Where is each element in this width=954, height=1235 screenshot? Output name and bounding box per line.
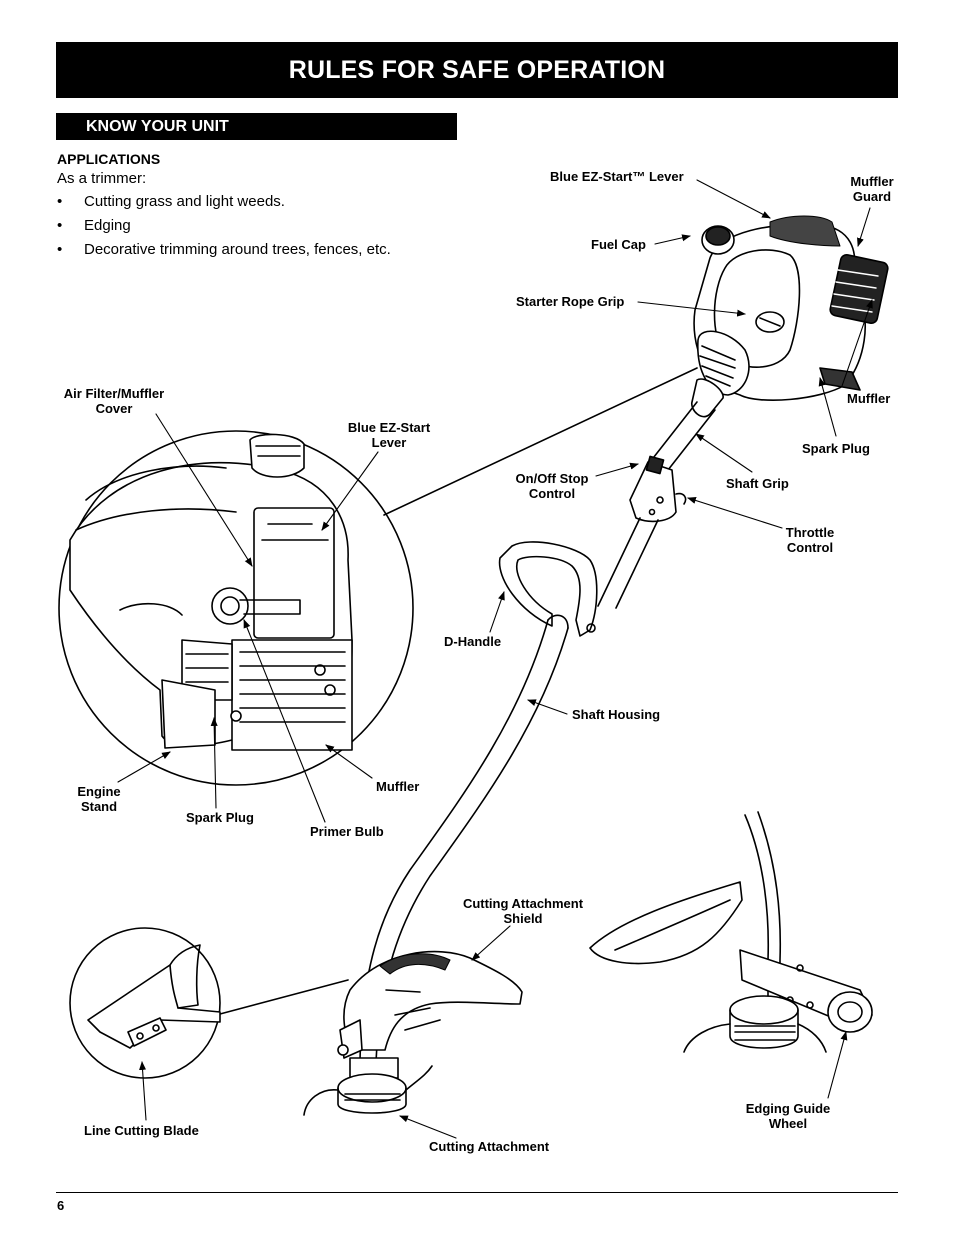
title-bar: RULES FOR SAFE OPERATION	[56, 42, 898, 98]
label-line-cutting-blade: Line Cutting Blade	[84, 1123, 199, 1138]
list-item: •Edging	[57, 214, 391, 238]
label-shaft-housing: Shaft Housing	[572, 707, 661, 722]
section-title: KNOW YOUR UNIT	[86, 117, 229, 135]
callout-arrows	[117, 179, 873, 1139]
list-item: •Cutting grass and light weeds.	[57, 190, 391, 214]
label-d-handle: D-Handle	[444, 634, 502, 649]
label-spark-plug-right: Spark Plug	[802, 441, 870, 456]
section-bar: KNOW YOUR UNIT	[56, 113, 457, 140]
footer-divider	[56, 1192, 898, 1193]
upper-shaft	[597, 378, 724, 609]
cutting-head-illustration	[303, 950, 523, 1116]
page-number: 6	[57, 1198, 65, 1213]
label-muffler-right: Muffler	[847, 391, 891, 406]
engine-detail-zoom	[58, 367, 698, 786]
edger-illustration	[589, 811, 873, 1053]
label-muffler-left: Muffler	[376, 779, 420, 794]
applications-intro: As a trimmer:	[57, 170, 147, 187]
blade-detail-zoom	[69, 927, 349, 1079]
label-primer-bulb: Primer Bulb	[310, 824, 384, 839]
d-handle-illustration	[498, 541, 598, 637]
label-spark-plug-left: Spark Plug	[186, 810, 254, 825]
label-blue-ez-start-lever-tm: Blue EZ-Start™ Lever	[550, 169, 684, 184]
applications-list: •Cutting grass and light weeds. •Edging …	[57, 190, 391, 262]
engine-illustration	[693, 215, 889, 401]
label-shaft-grip: Shaft Grip	[726, 476, 789, 491]
label-cutting-attachment: Cutting Attachment	[429, 1139, 550, 1154]
bullet-icon: •	[57, 241, 63, 258]
list-item: •Decorative trimming around trees, fence…	[57, 238, 391, 262]
page-title: RULES FOR SAFE OPERATION	[288, 55, 666, 84]
bullet-icon: •	[57, 217, 63, 234]
label-fuel-cap: Fuel Cap	[591, 237, 646, 252]
label-starter-rope-grip: Starter Rope Grip	[516, 294, 625, 309]
bullet-icon: •	[57, 193, 63, 210]
applications-block: APPLICATIONS As a trimmer: •Cutting gras…	[57, 150, 391, 262]
applications-heading: APPLICATIONS	[57, 151, 161, 167]
